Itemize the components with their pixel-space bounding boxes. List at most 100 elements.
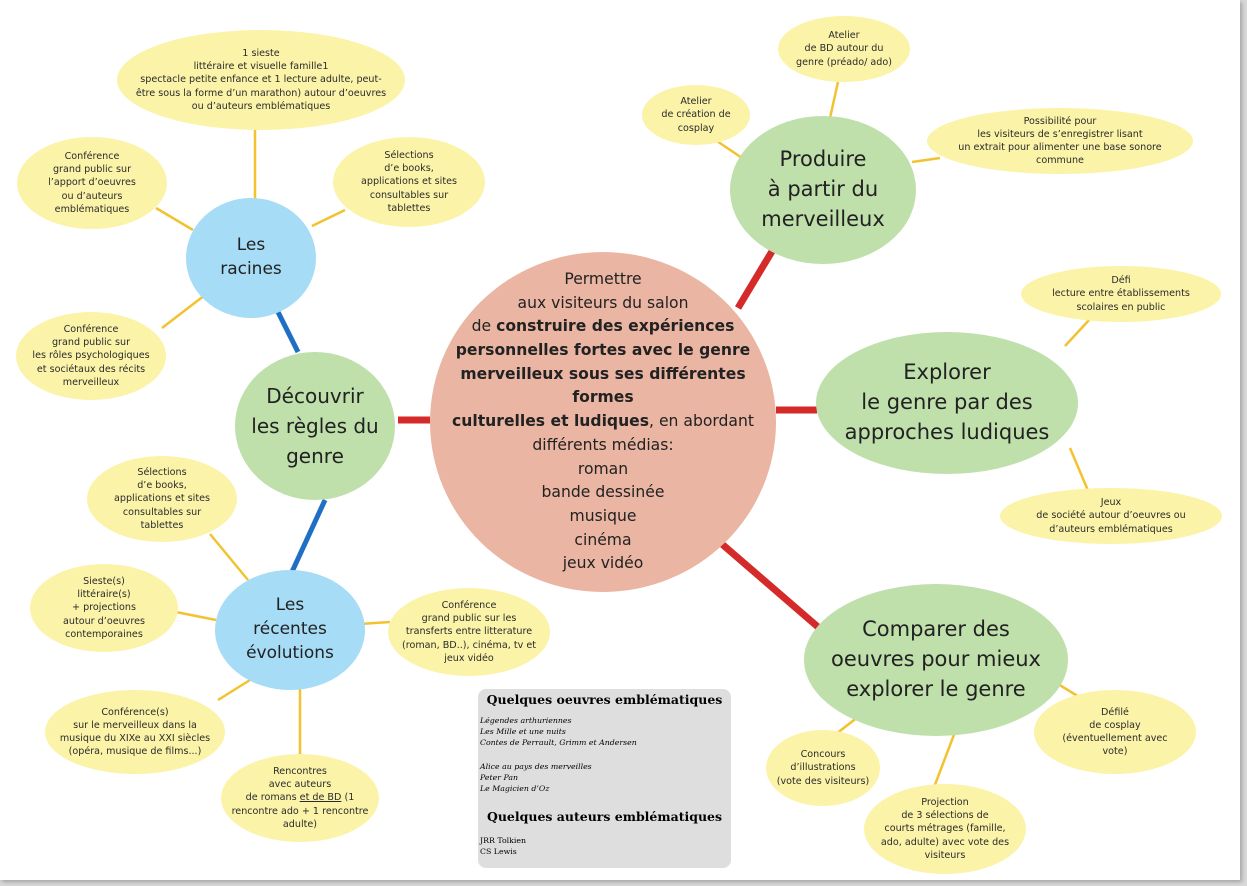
work-item: Peter Pan xyxy=(480,772,519,782)
theme-label: genre xyxy=(286,444,344,468)
subtheme-label: récentes xyxy=(253,619,327,640)
theme-produire: Produire à partir du merveilleux xyxy=(730,116,916,264)
activity-line: courts métrages (famille, xyxy=(884,823,1006,835)
activity-line: adulte) xyxy=(282,818,318,830)
activity-line: applications et sites xyxy=(360,176,457,188)
works-list-1: Légendes arthuriennes Les Mille et une n… xyxy=(480,716,637,749)
connector-center-produire xyxy=(734,246,778,310)
activity-line: grand public sur les xyxy=(421,613,517,625)
activity-line: Possibilité pour xyxy=(1023,115,1097,127)
activity-line: vote) xyxy=(1102,746,1128,758)
center-line: Permettre xyxy=(564,270,642,289)
central-objective: Permettre aux visiteurs du salon de cons… xyxy=(430,252,776,592)
activity-line: Conférence xyxy=(63,323,119,335)
activity-line: lecture entre établissements xyxy=(1052,288,1190,300)
work-item: Les Mille et une nuits xyxy=(480,726,566,736)
activity-line: Défi xyxy=(1111,275,1131,287)
activity-line: genre (préado/ ado) xyxy=(796,56,892,68)
activity-line: transferts entre litterature xyxy=(405,626,533,638)
media-item: musique xyxy=(569,506,637,525)
theme-label: les règles du xyxy=(251,414,379,438)
author-item: JRR Tolkien xyxy=(480,836,526,845)
activity-line: + projections xyxy=(72,602,136,614)
author-item: CS Lewis xyxy=(480,846,517,856)
activity-line: cosplay xyxy=(677,122,715,134)
activity-line: Jeux xyxy=(1100,497,1122,509)
activity-sieste: 1 sieste littéraire et visuelle famille1… xyxy=(117,30,405,130)
works-list-2: Alice au pays des merveilles Peter Pan L… xyxy=(480,762,592,795)
connector-comparer-projection xyxy=(931,731,957,791)
authors-heading: Quelques auteurs emblématiques xyxy=(486,809,723,824)
media-item: bande dessinée xyxy=(541,483,665,502)
activity-line: contemporaines xyxy=(65,628,143,640)
activity-line: un extrait pour alimenter une base sonor… xyxy=(958,142,1162,153)
activity-line: 1 sieste xyxy=(242,47,280,59)
connector-explorer-defi xyxy=(1064,318,1091,347)
connector-racines-conf-apport xyxy=(155,206,194,232)
activity-line: Sélections xyxy=(137,466,187,478)
activity-line: littéraire(s) xyxy=(77,589,131,601)
connector-recentes-siestes xyxy=(175,610,217,622)
activity-line: avec auteurs xyxy=(268,779,332,791)
activity-defile-cosplay: Défilé de cosplay (éventuellement avec v… xyxy=(1034,690,1196,774)
activity-line: (vote des visiteurs) xyxy=(776,775,870,787)
activity-conf-roles: Conférence grand public sur les rôles ps… xyxy=(16,312,166,400)
center-line: merveilleux sous ses différentes formes xyxy=(460,364,746,407)
work-item: Alice au pays des merveilles xyxy=(480,762,592,771)
activity-line: (opéra, musique de films...) xyxy=(68,746,202,758)
activity-concours-illustrations: Concours d’illustrations (vote des visit… xyxy=(766,730,880,806)
theme-explorer: Explorer le genre par des approches ludi… xyxy=(816,332,1078,474)
activity-line: sur le merveilleux dans la xyxy=(73,719,197,731)
theme-label: Découvrir xyxy=(266,384,364,408)
theme-label: à partir du xyxy=(767,177,879,202)
center-line: différents médias: xyxy=(532,435,674,454)
activity-base-sonore: Possibilité pour les visiteurs de s’enre… xyxy=(927,108,1193,174)
theme-label: Produire xyxy=(779,147,867,172)
subtheme-racines: Les racines xyxy=(186,198,316,318)
work-item: Légendes arthuriennes xyxy=(480,716,572,725)
activity-selections-racines: Sélections d’e books, applications et si… xyxy=(333,137,485,227)
activity-line: Conférence(s) xyxy=(101,706,169,718)
activity-line: ado, adulte) avec vote des xyxy=(880,836,1010,848)
connector-recentes-conf-transferts xyxy=(359,620,391,626)
connector-recentes-conf-musique xyxy=(217,678,251,702)
authors-list: JRR Tolkien CS Lewis xyxy=(480,836,526,858)
activity-line: de 3 sélections de xyxy=(901,810,989,822)
connector-racines-conf-roles xyxy=(161,294,206,329)
activity-line: ou d’auteurs emblématiques xyxy=(191,100,331,112)
work-item: Le Magicien d’Oz xyxy=(480,783,550,793)
activity-line: Atelier xyxy=(680,96,712,108)
subtheme-label: évolutions xyxy=(246,642,334,663)
subtheme-recentes-evolutions: Les récentes évolutions xyxy=(215,570,365,690)
activity-line: jeux vidéo xyxy=(444,652,494,664)
theme-label: merveilleux xyxy=(761,206,885,231)
activity-line: être sous la forme d’un marathon) autour… xyxy=(135,87,387,99)
activity-line: Atelier xyxy=(828,30,860,42)
activity-conf-apport: Conférence grand public sur l’apport d’o… xyxy=(17,137,167,229)
activity-line: (éventuellement avec xyxy=(1062,733,1168,744)
activity-line: et sociétaux des récits xyxy=(36,363,146,375)
activity-line: spectacle petite enfance et 1 lecture ad… xyxy=(140,74,382,86)
activity-rencontres: Rencontres avec auteurs de romans et de … xyxy=(221,754,379,842)
activity-jeux-societe: Jeux de société autour d’oeuvres ou d’au… xyxy=(1000,488,1222,544)
theme-comparer: Comparer des oeuvres pour mieux explorer… xyxy=(804,584,1068,736)
activity-line: tablettes xyxy=(387,202,431,214)
theme-label: Explorer xyxy=(903,360,991,385)
subtheme-label: Les xyxy=(275,595,305,616)
activity-line: Sélections xyxy=(384,149,434,161)
activity-line: d’e books, xyxy=(384,163,434,175)
activity-line: Projection xyxy=(921,796,969,808)
activity-line: les rôles psychologiques xyxy=(32,350,150,362)
activity-line: grand public sur xyxy=(51,337,131,349)
theme-label: Comparer des xyxy=(862,617,1010,642)
activity-defi-lecture: Défi lecture entre établissements scolai… xyxy=(1021,266,1221,322)
activity-line: les visiteurs de s’enregistrer lisant xyxy=(977,128,1143,140)
activity-line: autour d’oeuvres xyxy=(63,615,145,627)
activity-atelier-cosplay: Atelier de création de cosplay xyxy=(642,85,750,145)
center-line: aux visiteurs du salon xyxy=(517,293,689,312)
activity-line: d’illustrations xyxy=(790,762,856,774)
activity-line: applications et sites xyxy=(113,493,210,505)
work-item: Contes de Perrault, Grimm et Andersen xyxy=(480,737,637,747)
